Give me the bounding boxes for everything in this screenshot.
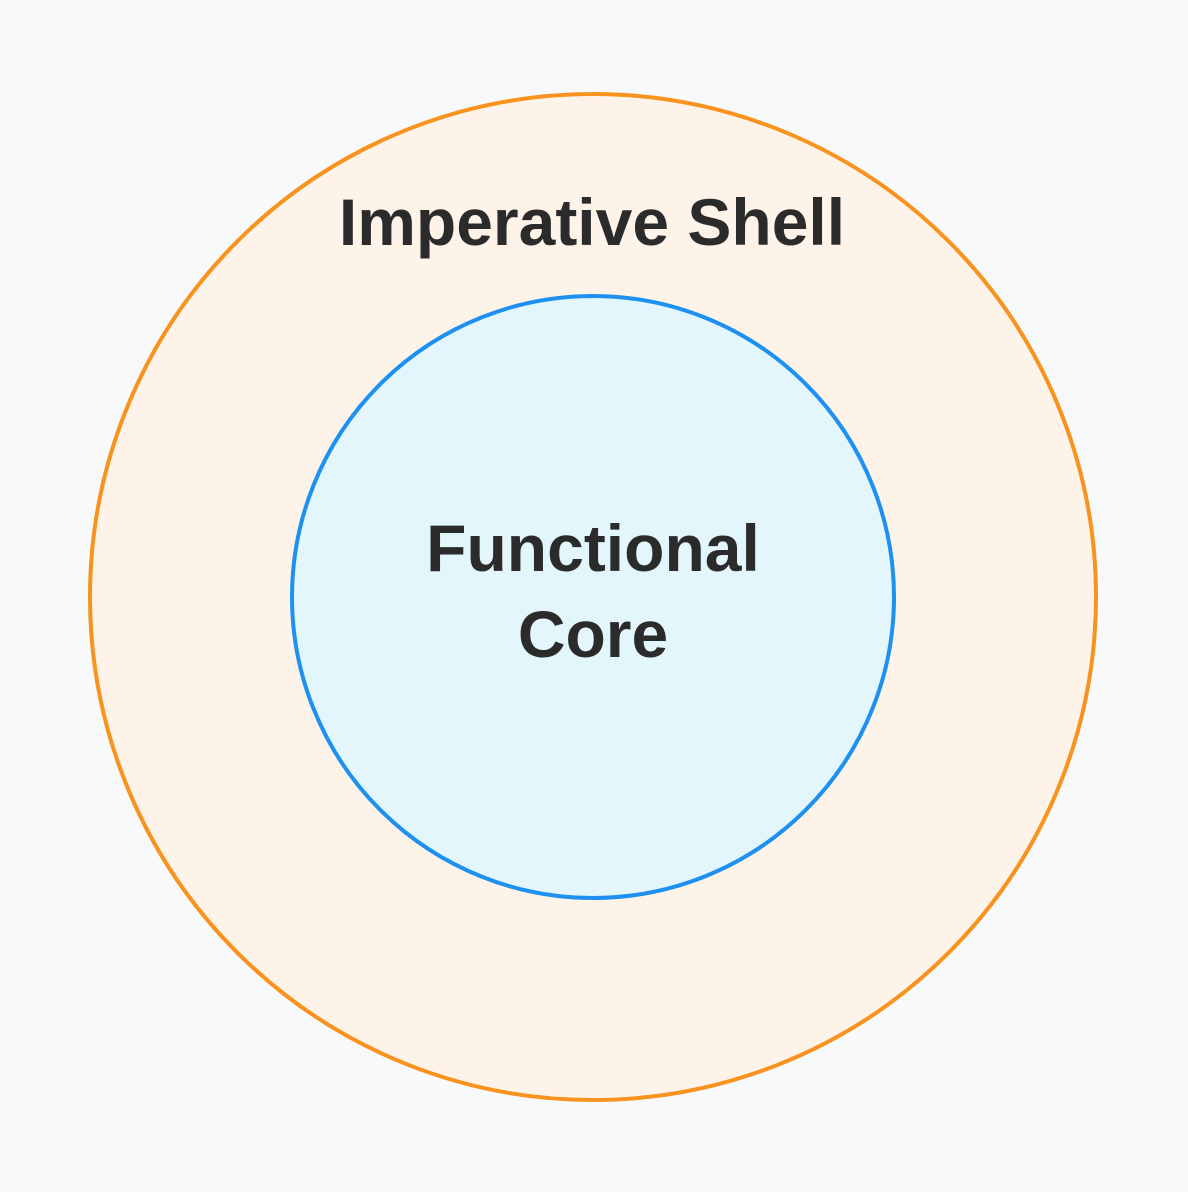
functional-core-label-line2: Core (518, 597, 668, 671)
imperative-shell-label: Imperative Shell (339, 185, 845, 259)
functional-core-label-line1: Functional (426, 511, 760, 585)
functional-core-circle (290, 294, 896, 900)
